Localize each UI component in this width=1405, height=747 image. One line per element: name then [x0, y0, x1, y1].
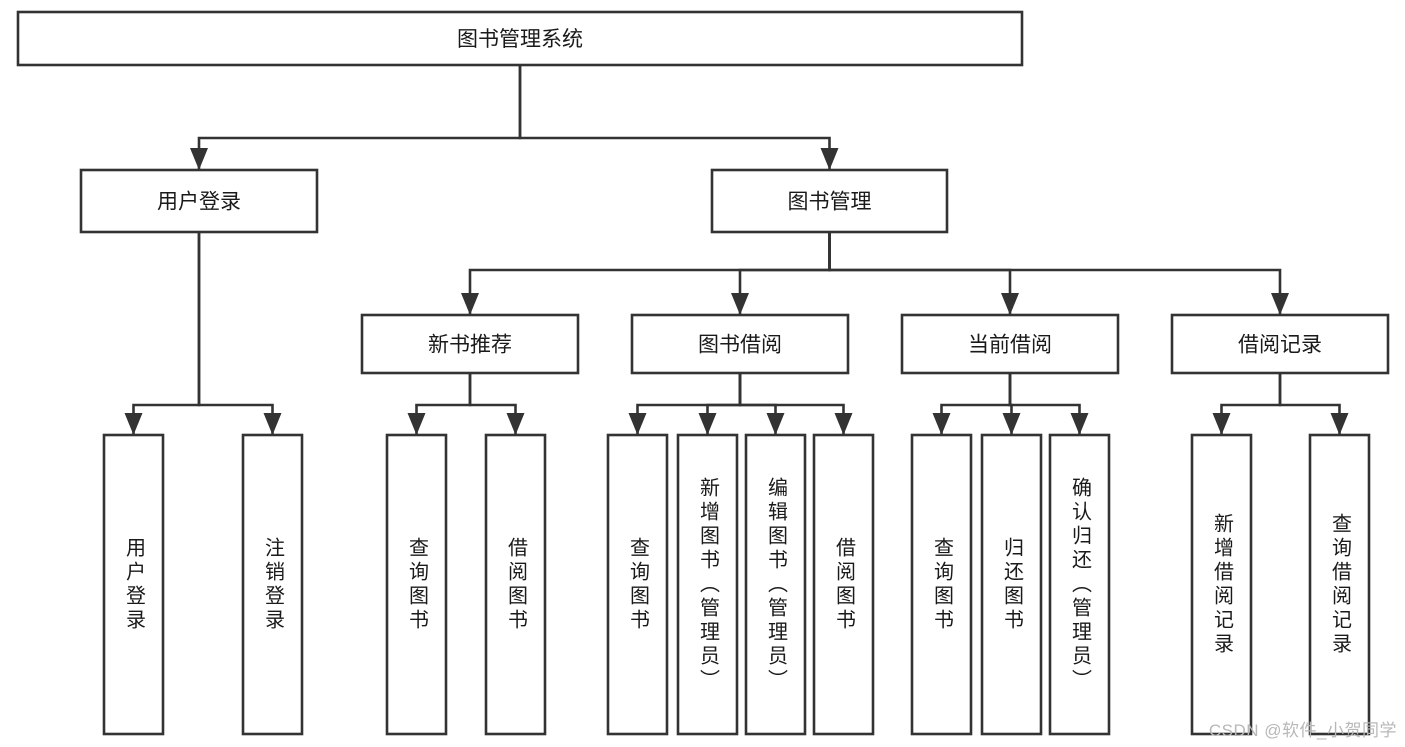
connector-arrow-icon [263, 413, 282, 435]
connector-arrow-icon [820, 148, 839, 170]
connector-line [132, 232, 201, 435]
node-leaf-6[interactable] [744, 433, 807, 736]
node-root-system[interactable] [16, 10, 1024, 67]
node-level3-2[interactable] [900, 313, 1120, 375]
connector-arrow-icon [698, 413, 717, 435]
connector-arrow-icon [932, 413, 951, 435]
node-level3-3-label: 借阅记录 [1238, 334, 1322, 357]
connector-line [828, 232, 1282, 315]
connectors-layer [124, 65, 1349, 435]
connector-arrow-icon [766, 413, 785, 435]
node-level2-0[interactable] [79, 168, 319, 234]
node-leaf-12[interactable] [1308, 433, 1371, 736]
connector-line [468, 232, 831, 315]
node-leaf-1[interactable] [241, 433, 304, 736]
boxes-layer [16, 10, 1390, 736]
connector-arrow-icon [1002, 413, 1021, 435]
node-level3-3[interactable] [1170, 313, 1390, 375]
connector-line [738, 373, 845, 435]
node-leaf-9[interactable] [980, 433, 1043, 736]
connector-arrow-icon [506, 413, 525, 435]
node-level3-0[interactable] [360, 313, 580, 375]
connector-line [518, 65, 831, 170]
connector-arrow-icon [407, 413, 426, 435]
node-leaf-8[interactable] [910, 433, 973, 736]
node-leaf-2[interactable] [385, 433, 448, 736]
node-level3-2-label: 当前借阅 [968, 334, 1052, 357]
connector-arrow-icon [1001, 293, 1019, 315]
connector-arrow-icon [1271, 293, 1289, 315]
node-leaf-0[interactable] [102, 433, 165, 736]
node-level2-0-label: 用户登录 [157, 191, 241, 214]
connector-arrow-icon [731, 293, 749, 315]
node-level3-1-label: 图书借阅 [698, 334, 782, 357]
connector-arrow-icon [834, 413, 853, 435]
node-leaf-10[interactable] [1048, 433, 1111, 736]
connector-arrow-icon [1212, 413, 1231, 435]
connector-arrow-icon [124, 413, 143, 435]
node-leaf-11[interactable] [1190, 433, 1253, 736]
node-leaf-4[interactable] [606, 433, 669, 736]
node-root-system-label: 图书管理系统 [457, 28, 583, 51]
node-leaf-3[interactable] [484, 433, 547, 736]
node-leaf-7[interactable] [812, 433, 875, 736]
connector-line [940, 373, 1012, 435]
connector-arrow-icon [1070, 413, 1089, 435]
connector-arrow-icon [628, 413, 647, 435]
node-level2-1[interactable] [710, 168, 949, 234]
connector-line [197, 65, 522, 170]
connector-arrow-icon [190, 148, 208, 170]
connector-line [828, 232, 1012, 315]
node-level2-1-label: 图书管理 [788, 191, 872, 214]
connector-line [1278, 373, 1341, 435]
connector-line [468, 373, 517, 435]
connector-line [197, 232, 274, 435]
connector-arrow-icon [461, 293, 479, 315]
node-level3-0-label: 新书推荐 [428, 334, 512, 357]
node-leaf-5[interactable] [676, 433, 739, 736]
connector-line [706, 373, 742, 435]
node-level3-1[interactable] [630, 313, 850, 375]
connector-arrow-icon [1330, 413, 1349, 435]
connector-line [1220, 373, 1282, 435]
connector-line [738, 232, 831, 315]
watermark-text: CSDN @软件_小贺同学 [1208, 721, 1397, 740]
connector-line [415, 373, 472, 435]
connector-line [1008, 373, 1081, 435]
